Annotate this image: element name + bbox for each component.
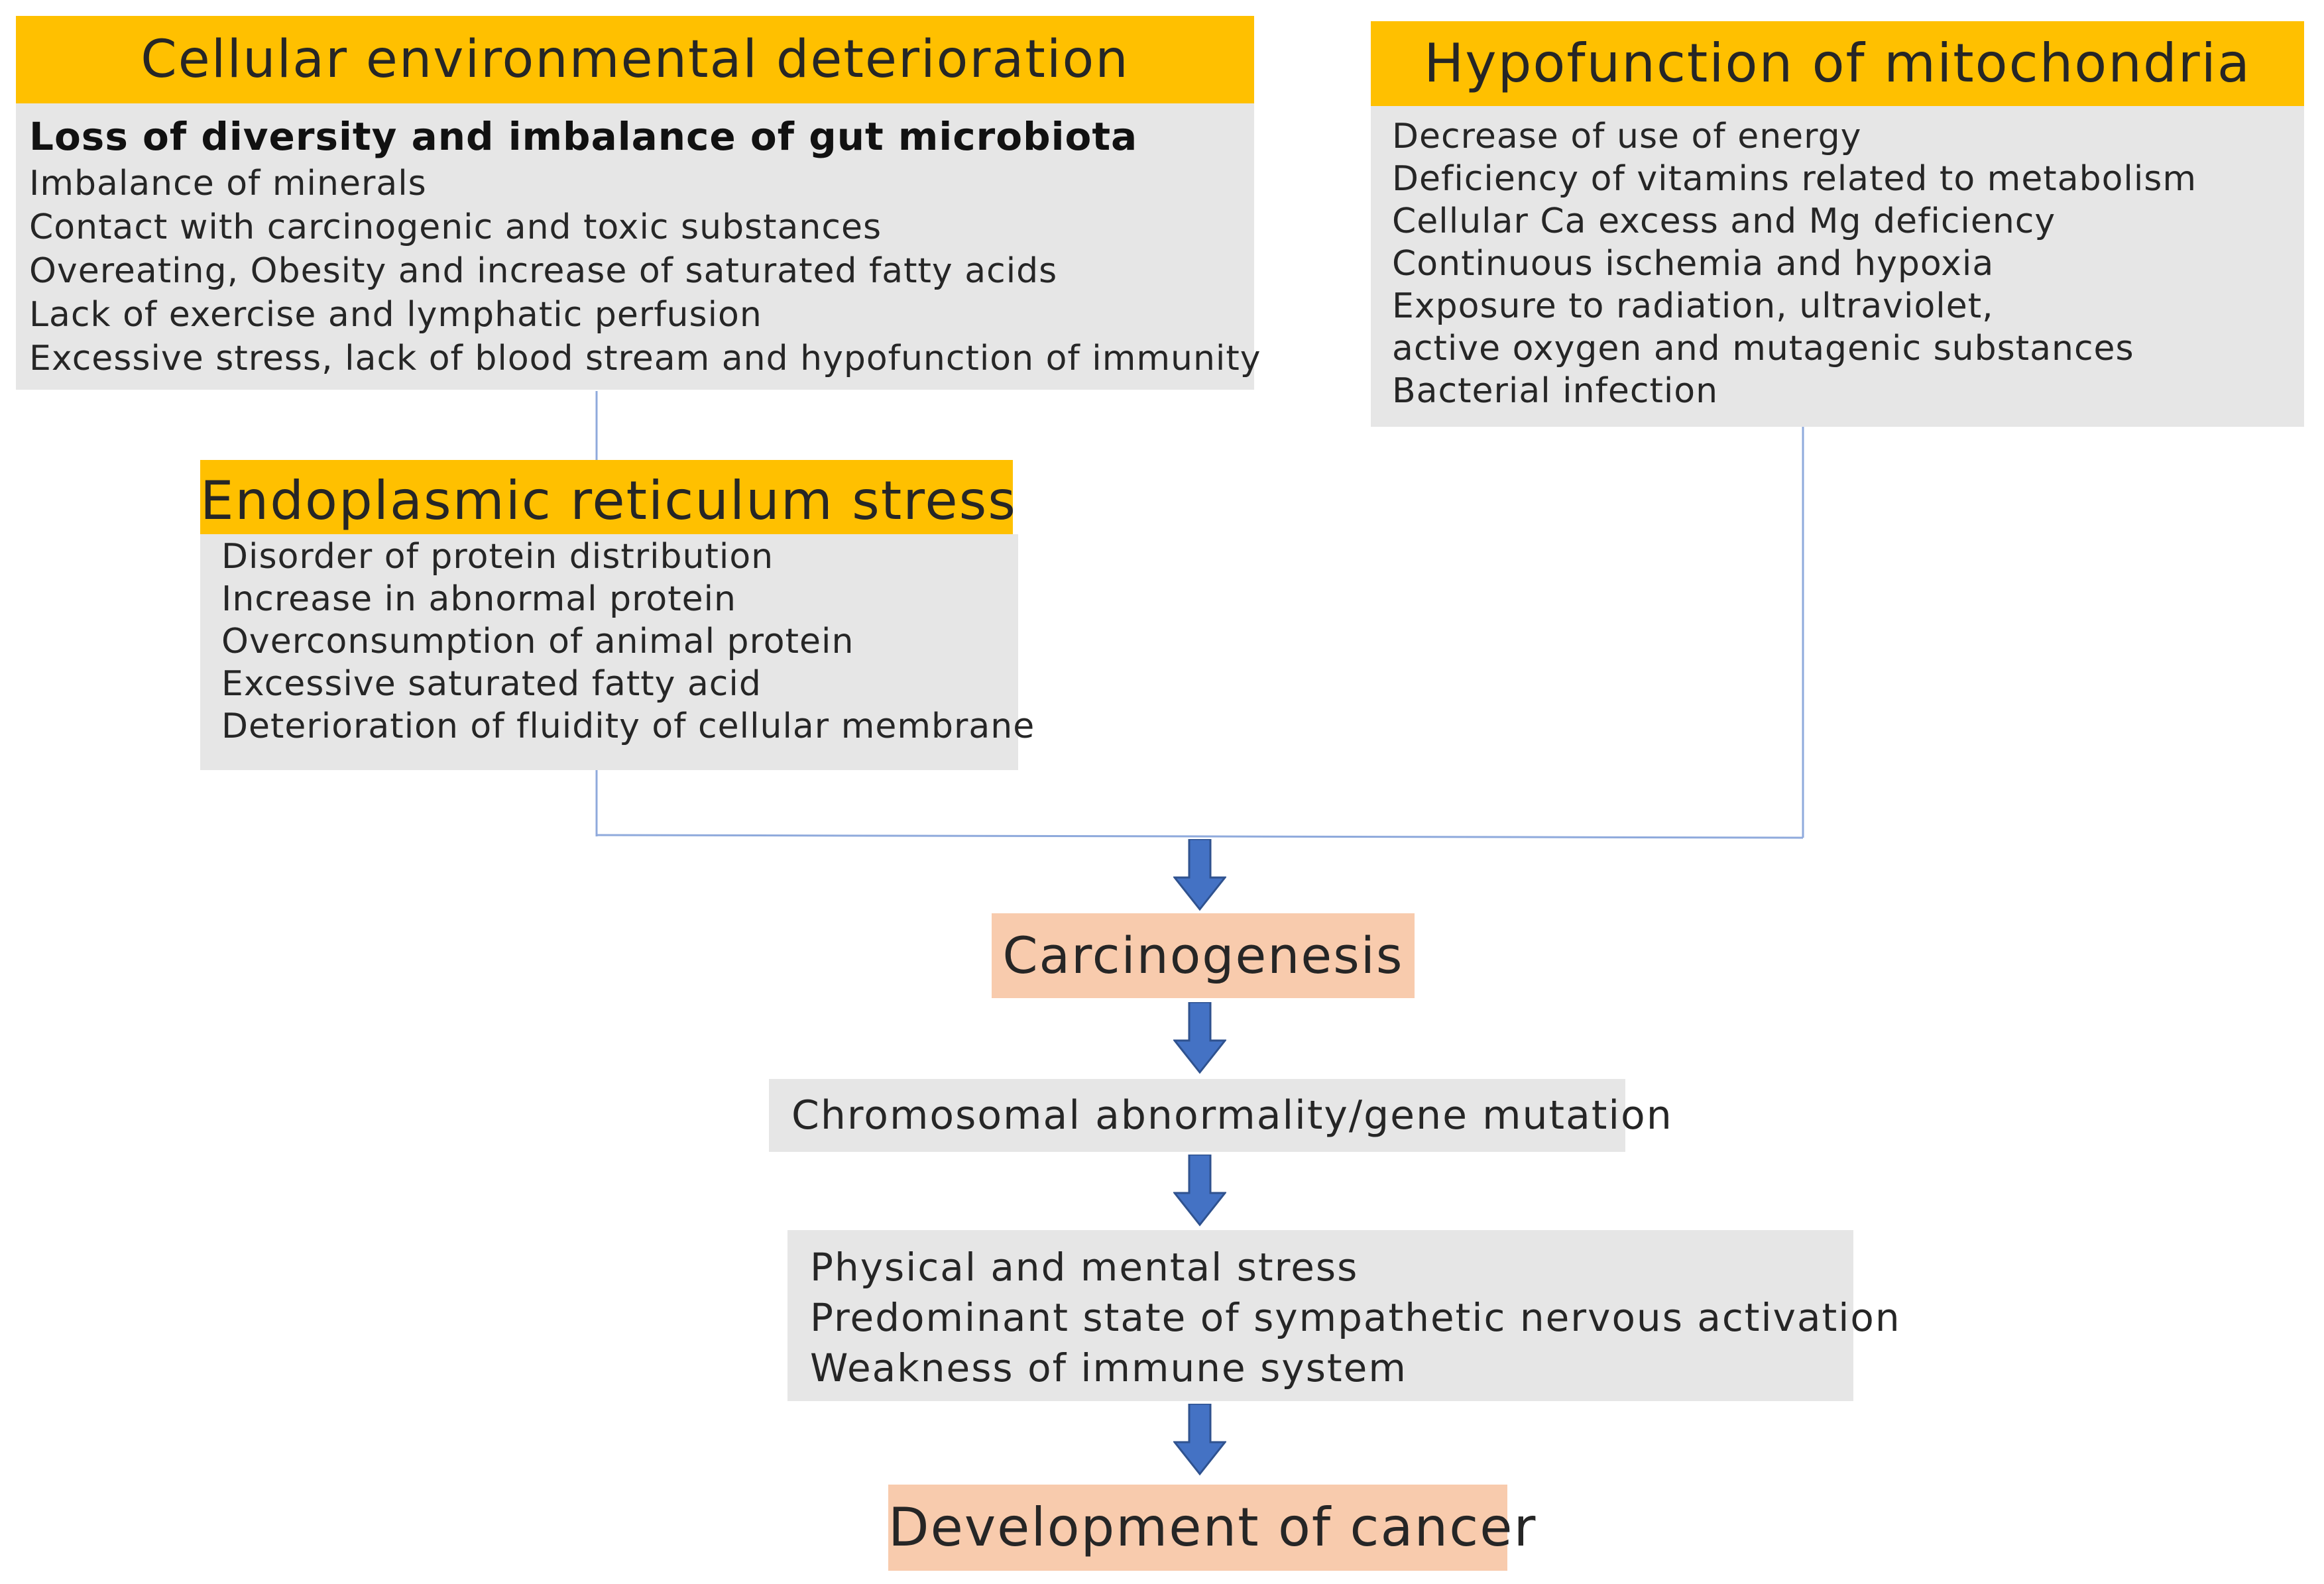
- er-item: Deterioration of fluidity of cellular me…: [221, 707, 1035, 746]
- cellular-item: Contact with carcinogenic and toxic subs…: [29, 207, 882, 247]
- chromosomal-node: Chromosomal abnormality/gene mutation: [769, 1079, 1672, 1152]
- stress-item: Physical and mental stress: [810, 1245, 1359, 1290]
- mito-item: Deficiency of vitamins related to metabo…: [1392, 159, 2197, 199]
- cellular-header: Cellular environmental deterioration: [16, 16, 1254, 103]
- carcinogenesis-node: Carcinogenesis: [992, 913, 1415, 998]
- cellular-item-bold: Loss of diversity and imbalance of gut m…: [29, 114, 1138, 159]
- stress-item: Predominant state of sympathetic nervous…: [810, 1295, 1901, 1340]
- down-arrow-icon: [1173, 839, 1226, 911]
- mito-item: Cellular Ca excess and Mg deficiency: [1392, 201, 2056, 241]
- mito-box: Decrease of use of energy Deficiency of …: [1371, 106, 2304, 427]
- mito-item: active oxygen and mutagenic substances: [1392, 329, 2134, 368]
- down-arrow-icon: [1173, 1002, 1226, 1074]
- er-item: Disorder of protein distribution: [221, 537, 774, 577]
- mito-item: Continuous ischemia and hypoxia: [1392, 244, 1995, 284]
- cellular-box: Loss of diversity and imbalance of gut m…: [16, 103, 1261, 390]
- er-box: Disorder of protein distribution Increas…: [200, 534, 1035, 770]
- cellular-item: Imbalance of minerals: [29, 164, 427, 203]
- connector-horizontal: [596, 834, 1804, 839]
- mito-item: Bacterial infection: [1392, 371, 1719, 411]
- stress-box: Physical and mental stress Predominant s…: [787, 1230, 1901, 1401]
- stress-item: Weakness of immune system: [810, 1345, 1407, 1390]
- cellular-item: Excessive stress, lack of blood stream a…: [29, 339, 1261, 378]
- down-arrow-icon: [1173, 1404, 1226, 1476]
- mito-item: Exposure to radiation, ultraviolet,: [1392, 286, 1994, 326]
- er-item: Increase in abnormal protein: [221, 579, 736, 619]
- down-arrow-icon: [1173, 1155, 1226, 1227]
- er-item: Excessive saturated fatty acid: [221, 664, 762, 704]
- er-header: Endoplasmic reticulum stress: [200, 460, 1016, 534]
- cellular-item: Lack of exercise and lymphatic perfusion: [29, 295, 762, 335]
- er-item: Overconsumption of animal protein: [221, 622, 854, 661]
- mito-item: Decrease of use of energy: [1392, 117, 1862, 156]
- mito-header: Hypofunction of mitochondria: [1371, 21, 2304, 106]
- development-node: Development of cancer: [888, 1485, 1535, 1571]
- cellular-item: Overeating, Obesity and increase of satu…: [29, 251, 1058, 291]
